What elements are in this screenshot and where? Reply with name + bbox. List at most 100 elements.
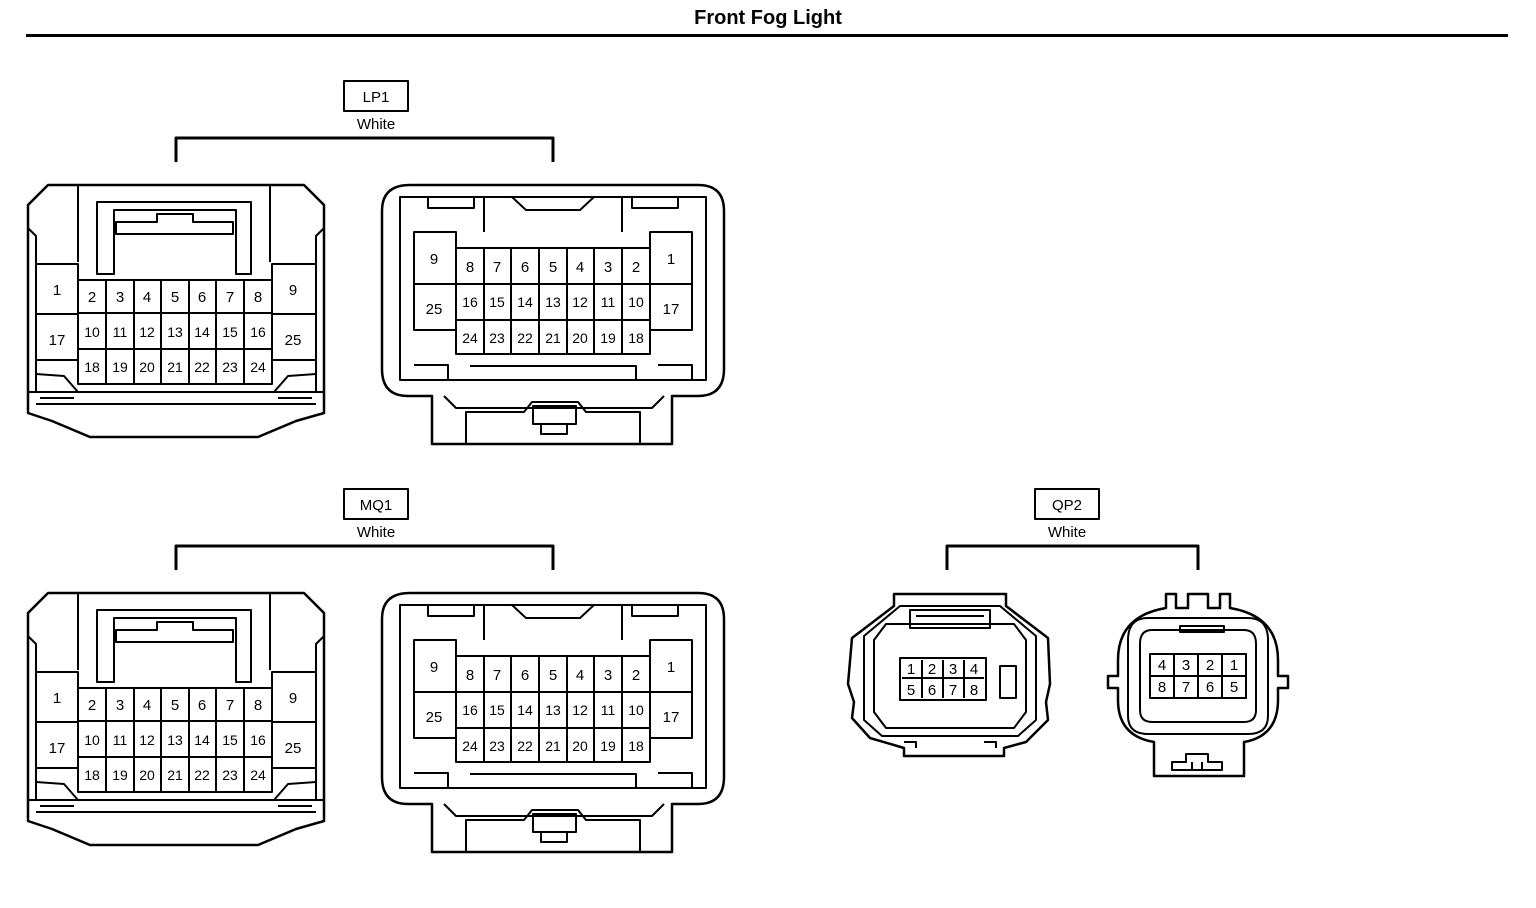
pin-label: 3	[604, 259, 612, 276]
pin-label: 1	[1230, 657, 1238, 674]
pin-label: 3	[1182, 657, 1190, 674]
pin-label: 10	[628, 702, 644, 718]
pin-label: 15	[222, 324, 238, 340]
pin-label: 18	[84, 359, 100, 375]
pin-label: 20	[572, 738, 588, 754]
pin-label: 8	[970, 682, 978, 699]
pin-label: 14	[517, 702, 533, 718]
connector-lp1-bracket	[174, 136, 555, 162]
pin-label: 4	[143, 289, 151, 306]
pin-label: 19	[112, 359, 128, 375]
pin-label: 11	[601, 702, 616, 718]
pin-label: 6	[928, 682, 936, 699]
pin-label: 7	[493, 667, 501, 684]
pin-label: 1	[667, 251, 675, 268]
pin-label: 15	[489, 702, 505, 718]
pin-label: 10	[84, 324, 100, 340]
pin-label: 17	[49, 332, 66, 349]
pin-label: 8	[466, 667, 474, 684]
pin-label: 18	[84, 767, 100, 783]
pin-label: 12	[139, 732, 155, 748]
pin-label: 2	[632, 259, 640, 276]
pin-label: 19	[600, 330, 616, 346]
pin-label: 7	[226, 289, 234, 306]
pin-label: 16	[462, 294, 478, 310]
pin-label: 12	[572, 294, 588, 310]
pin-label: 4	[576, 259, 584, 276]
connector-qp2: QP2 White 1 2 3 4 5 6 7 8	[846, 488, 1290, 778]
pin-label: 4	[576, 667, 584, 684]
pin-label: 24	[462, 330, 478, 346]
pin-label: 21	[167, 767, 183, 783]
pin-label: 18	[628, 738, 644, 754]
pin-label: 14	[194, 732, 210, 748]
pin-label: 17	[663, 709, 680, 726]
pin-label: 3	[949, 661, 957, 678]
pin-label: 21	[545, 738, 561, 754]
connector-mq1-color: White	[357, 524, 395, 541]
connector-mq1-bracket	[174, 544, 555, 570]
pin-label: 25	[426, 301, 443, 318]
pin-label: 1	[667, 659, 675, 676]
pin-label: 24	[250, 767, 266, 783]
pin-label: 11	[113, 732, 128, 748]
pin-label: 19	[600, 738, 616, 754]
pin-label: 22	[194, 767, 210, 783]
pin-label: 8	[254, 697, 262, 714]
pin-label: 6	[521, 259, 529, 276]
pin-label: 3	[116, 697, 124, 714]
pin-label: 5	[171, 697, 179, 714]
pin-label: 10	[84, 732, 100, 748]
pin-label: 3	[604, 667, 612, 684]
pin-label: 18	[628, 330, 644, 346]
pin-label: 20	[139, 359, 155, 375]
pin-label: 25	[426, 709, 443, 726]
pin-label: 14	[194, 324, 210, 340]
pin-label: 22	[194, 359, 210, 375]
pin-label: 12	[139, 324, 155, 340]
pin-label: 6	[198, 697, 206, 714]
pin-label: 13	[545, 294, 561, 310]
pin-label: 22	[517, 330, 533, 346]
pin-label: 2	[632, 667, 640, 684]
pin-label: 5	[171, 289, 179, 306]
mq1-female-housing	[26, 591, 326, 847]
connector-qp2-code: QP2	[1052, 497, 1082, 514]
pin-label: 2	[928, 661, 936, 678]
pin-label: 9	[430, 659, 438, 676]
pin-label: 1	[53, 690, 61, 707]
pin-label: 12	[572, 702, 588, 718]
pin-label: 5	[549, 259, 557, 276]
pin-label: 15	[489, 294, 505, 310]
pin-label: 2	[88, 289, 96, 306]
pin-label: 21	[545, 330, 561, 346]
pin-label: 8	[254, 289, 262, 306]
pin-label: 20	[572, 330, 588, 346]
qp2-male-pins: 4 3 2 1 8 7 6 5	[1149, 653, 1247, 699]
lp1-male-pins: 9 25 1 17 8 7 6 5 4 3 2 16 15 14 13 12 1…	[413, 231, 693, 355]
pin-label: 8	[466, 259, 474, 276]
pin-label: 5	[1230, 679, 1238, 696]
pin-label: 16	[250, 732, 266, 748]
pin-label: 2	[88, 697, 96, 714]
pin-label: 6	[1206, 679, 1214, 696]
qp2-male-housing	[1106, 592, 1290, 778]
connector-mq1-code-box	[343, 488, 409, 520]
pin-label: 2	[1206, 657, 1214, 674]
pin-label: 6	[521, 667, 529, 684]
pin-label: 7	[226, 697, 234, 714]
pin-label: 14	[517, 294, 533, 310]
mq1-female-pins: 1 17 9 25 2 3 4 5 6 7 8 10 11 12 13 14 1…	[35, 671, 317, 793]
connector-lp1-color: White	[357, 116, 395, 133]
lp1-male-housing	[380, 183, 726, 446]
connector-qp2-code-box	[1034, 488, 1100, 520]
lp1-female-housing	[26, 183, 326, 439]
pin-label: 3	[116, 289, 124, 306]
mq1-male-housing	[380, 591, 726, 854]
connector-mq1-code: MQ1	[360, 497, 393, 514]
pin-label: 7	[493, 259, 501, 276]
pin-label: 13	[167, 324, 183, 340]
pin-label: 10	[628, 294, 644, 310]
pin-label: 15	[222, 732, 238, 748]
pin-label: 7	[1182, 679, 1190, 696]
